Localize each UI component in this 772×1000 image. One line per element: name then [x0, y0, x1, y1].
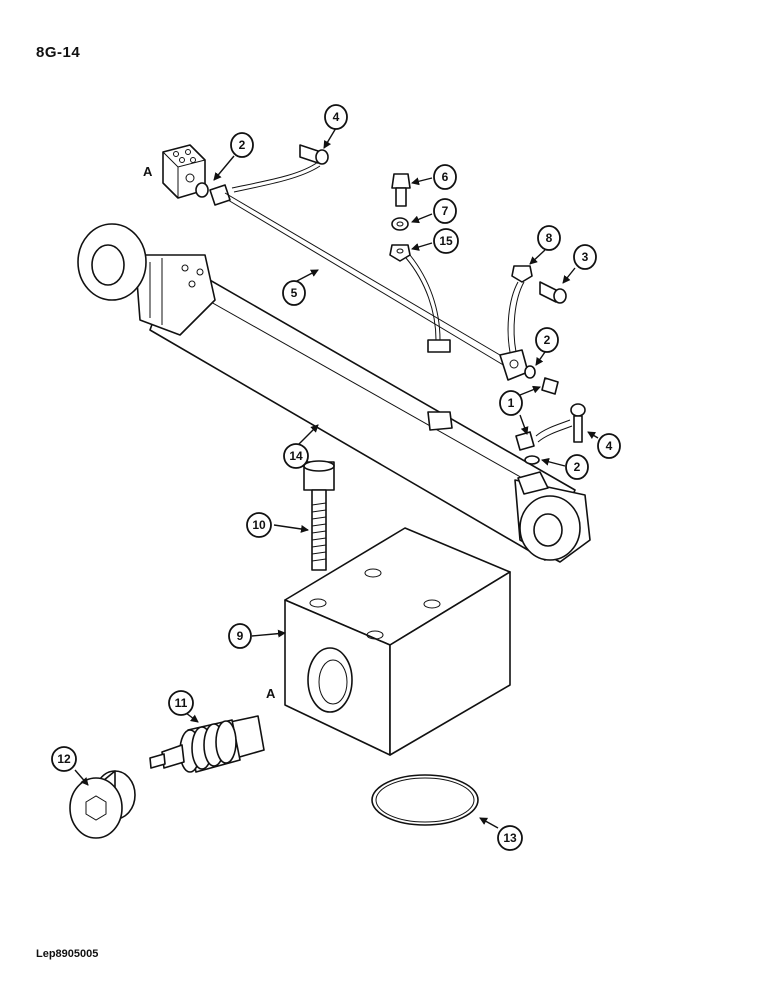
callout-8: 8	[537, 225, 561, 251]
label-a-lower: A	[266, 686, 276, 701]
callout-11: 11	[168, 690, 194, 716]
callout-6: 6	[433, 164, 457, 190]
callout-13: 13	[497, 825, 523, 851]
callout-3: 3	[573, 244, 597, 270]
manifold-block-small	[162, 144, 206, 199]
svg-text:2: 2	[574, 460, 581, 474]
callout-2-lower: 2	[565, 454, 589, 480]
nut	[389, 244, 411, 262]
reference-code: Lep8905005	[36, 948, 99, 960]
svg-text:13: 13	[503, 831, 517, 845]
callout-15: 15	[433, 228, 459, 254]
callout-12: 12	[51, 746, 77, 772]
callout-1: 1	[499, 390, 523, 416]
socket-bolt	[570, 403, 586, 443]
svg-text:4: 4	[333, 110, 340, 124]
hex-plug	[69, 770, 136, 839]
svg-text:2: 2	[239, 138, 246, 152]
callout-14: 14	[283, 443, 309, 469]
callout-5: 5	[282, 280, 306, 306]
large-o-ring	[371, 774, 479, 826]
svg-text:4: 4	[606, 439, 613, 453]
rigid-pipe	[209, 184, 529, 381]
valve-block	[284, 527, 511, 756]
washer	[391, 217, 409, 231]
svg-text:15: 15	[439, 234, 453, 248]
svg-text:1: 1	[508, 396, 515, 410]
svg-text:3: 3	[582, 250, 589, 264]
svg-text:2: 2	[544, 333, 551, 347]
nut	[511, 265, 533, 283]
page-title: 8G-14	[36, 44, 81, 61]
hydraulic-cylinder	[77, 223, 591, 563]
svg-text:8: 8	[546, 231, 553, 245]
svg-text:14: 14	[289, 449, 303, 463]
relief-valve-cartridge	[149, 715, 265, 773]
callout-7: 7	[433, 198, 457, 224]
long-socket-bolt	[303, 460, 335, 571]
svg-text:5: 5	[291, 286, 298, 300]
svg-text:12: 12	[57, 752, 71, 766]
svg-text:10: 10	[252, 518, 266, 532]
callout-10: 10	[246, 512, 272, 538]
svg-text:11: 11	[175, 696, 188, 710]
callout-9: 9	[228, 623, 252, 649]
split-flange	[515, 431, 535, 451]
callout-2-middle: 2	[535, 327, 559, 353]
leader-lines	[74, 127, 599, 829]
o-ring	[195, 182, 209, 198]
o-ring	[524, 455, 540, 465]
split-flange	[541, 377, 559, 395]
label-a-upper: A	[143, 164, 153, 179]
callout-4-right: 4	[597, 433, 621, 459]
svg-text:6: 6	[442, 170, 449, 184]
svg-text:9: 9	[237, 629, 244, 643]
svg-text:7: 7	[442, 204, 449, 218]
flange-bolt	[299, 144, 329, 165]
callout-4-top: 4	[324, 104, 348, 130]
o-ring	[524, 365, 536, 379]
callout-2-top: 2	[230, 132, 254, 158]
socket-bolt	[539, 281, 567, 304]
hex-bolt	[391, 173, 411, 207]
